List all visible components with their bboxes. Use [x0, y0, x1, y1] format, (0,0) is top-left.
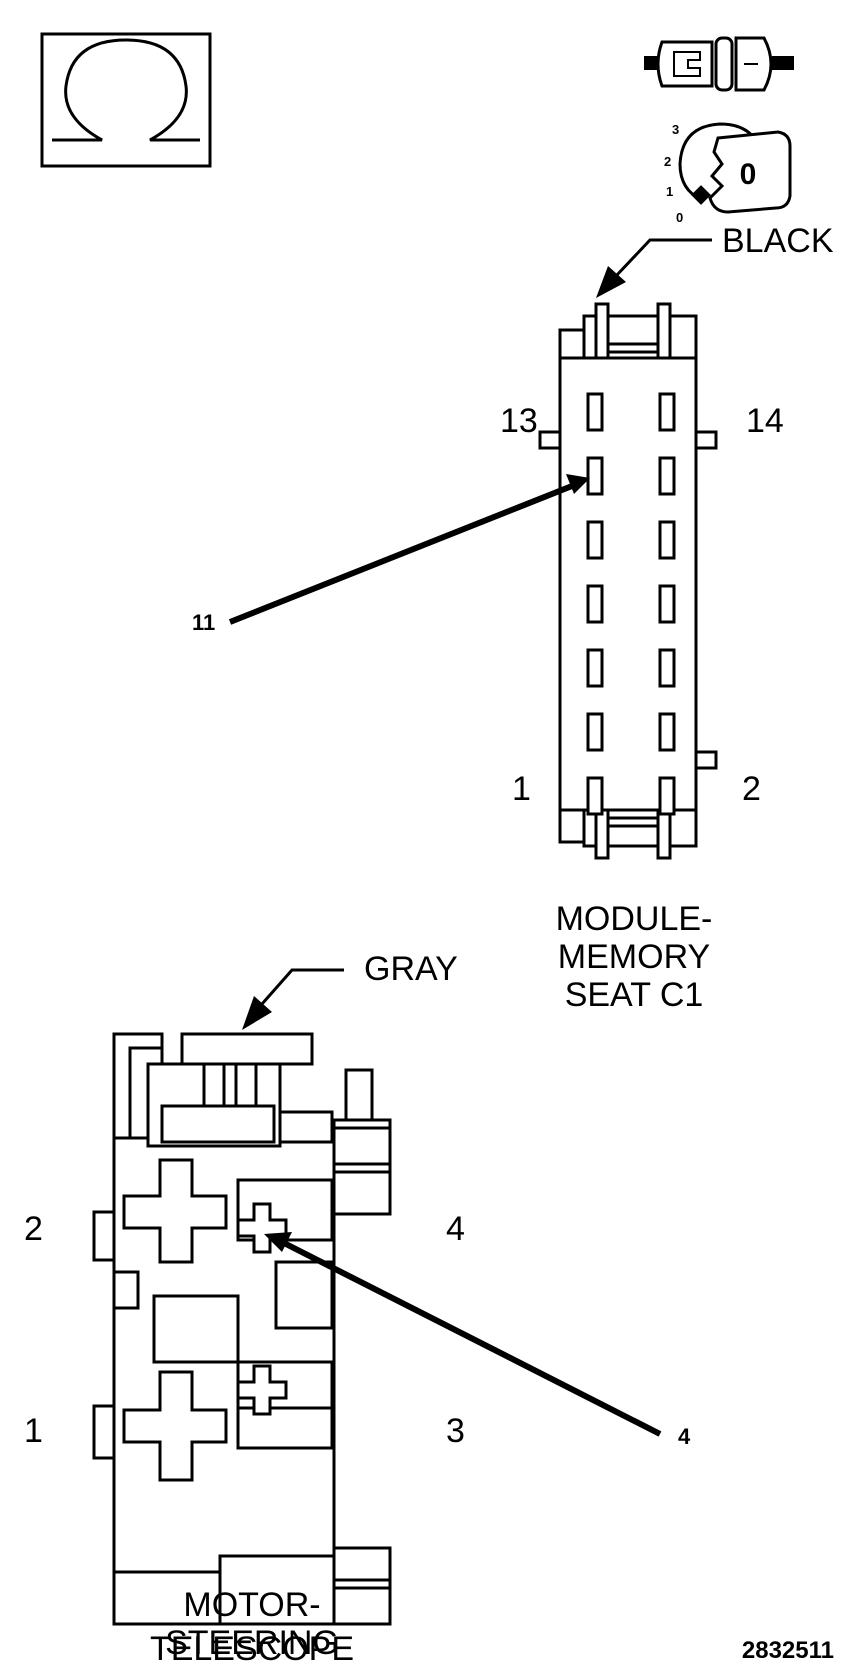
motor-cavity-4: [236, 1202, 288, 1254]
c1-color-label: BLACK: [722, 222, 834, 260]
c1-pin-label-14: 14: [746, 402, 784, 440]
c1-callout-leader: [228, 483, 574, 625]
motor-color-arrow: [242, 996, 272, 1030]
motor-cavity-2: [122, 1158, 228, 1264]
motor-pin-label-3: 3: [446, 1412, 465, 1450]
motor-title-line-2: STEERING: [165, 1624, 339, 1662]
c1-color-arrow: [596, 266, 626, 298]
c1-pin-label-1: 1: [512, 770, 531, 808]
motor-pin-label-1: 1: [24, 1412, 43, 1450]
motor-title-line-1: MOTOR-: [183, 1586, 320, 1624]
motor-pin-label-4: 4: [446, 1210, 465, 1248]
ignition-position-3: 3: [672, 122, 679, 137]
ignition-key-icon: 3 2 1 0 0: [664, 122, 792, 225]
connector-plug-icon: [644, 36, 794, 92]
ignition-position-2: 2: [664, 154, 671, 169]
c1-pin-label-13: 13: [500, 402, 538, 440]
memory-seat-c1-connector: BLACK 13 14 1: [192, 222, 834, 1014]
ignition-position-1: 1: [666, 184, 673, 199]
motor-title-line-3: TELESCOPE: [150, 1630, 354, 1667]
motor-callout-label: 4: [678, 1424, 691, 1449]
motor-pin-label-2: 2: [24, 1210, 43, 1248]
motor-steering-telescope-connector: GRAY: [24, 950, 691, 1667]
motor-callout-leader: [280, 1239, 662, 1437]
c1-title-line-2: MEMORY: [558, 938, 710, 976]
key-label: 0: [740, 158, 757, 191]
motor-cavity-1: [122, 1370, 228, 1482]
figure-id: 2832511: [742, 1637, 834, 1664]
c1-pin-cavities: [586, 392, 676, 816]
c1-pin-label-2: 2: [742, 770, 761, 808]
ignition-position-0: 0: [676, 210, 683, 225]
c1-callout-label: 11: [192, 610, 215, 635]
c1-title-line-3: SEAT C1: [565, 976, 704, 1014]
c1-title-line-1: MODULE-: [556, 900, 713, 938]
omega-resistance-icon: [40, 32, 212, 168]
motor-color-label: GRAY: [364, 950, 458, 988]
motor-cavity-3: [236, 1364, 288, 1416]
